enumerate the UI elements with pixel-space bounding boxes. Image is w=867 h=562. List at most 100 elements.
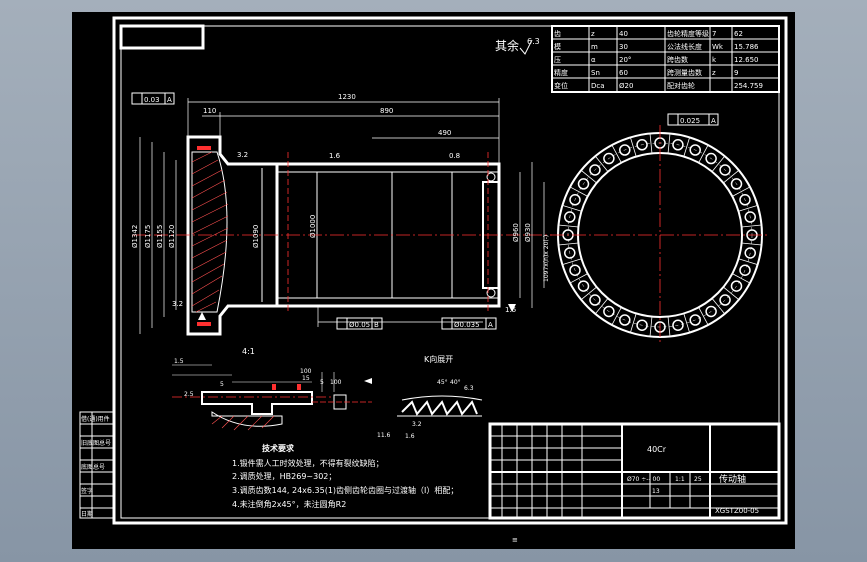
gear-tooth-line	[741, 224, 762, 228]
detail-views: 4:1 K向展开	[172, 347, 483, 440]
rough-08-a: 0.8	[449, 152, 460, 160]
gear-tooth-hole	[744, 211, 756, 223]
datum-triangle-b-icon	[198, 312, 206, 320]
gear-tooth-line	[569, 186, 588, 197]
dim-1175: Ø1175	[144, 225, 152, 248]
gear-tooth-hole	[730, 280, 743, 292]
spec-cell: 12.650	[734, 56, 759, 64]
tech-req-item-4: 4.未注倒角2x45°，未注圆角R2	[232, 499, 346, 509]
spec-cell: 齿	[554, 30, 561, 38]
detail-dim-text: 1.6	[405, 433, 415, 440]
spec-cell: 齿轮精度等级	[667, 29, 709, 38]
tolerance-1: 0.03	[144, 96, 160, 104]
gear-tooth-line	[667, 316, 671, 337]
left-strip-label-5: 日期	[81, 510, 93, 518]
gear-tooth-line	[738, 205, 758, 212]
tech-req-item-1: 1.锻件需人工时效处理，不得有裂纹缺陷；	[232, 458, 384, 468]
gear-tooth-line	[723, 169, 740, 184]
gear-tooth-line	[711, 155, 726, 172]
material-value: 40Cr	[647, 445, 667, 454]
dim-spline: 1097x(n)x 20(-)	[543, 235, 550, 282]
gear-tooth-hole	[672, 139, 684, 151]
gear-tooth-line	[649, 133, 653, 154]
gear-tooth-hole	[569, 264, 581, 276]
left-strip-label-3: 底图总号	[81, 463, 105, 471]
spec-cell: 精度	[554, 68, 568, 77]
spec-cell: 15.786	[734, 43, 759, 51]
gear-tooth-line	[723, 286, 740, 301]
gear-tooth-hole	[719, 164, 731, 176]
left-strip-label-2: 旧底图总号	[81, 439, 111, 447]
gear-tooth-line	[732, 186, 751, 197]
tech-req-item-3: 3.调质齿数144, 24x6.35(1)齿侧齿轮齿圈与过渡轴（I）相配；	[232, 485, 458, 495]
gear-tooth-hole	[739, 194, 751, 206]
technical-requirements: 技术要求 1.锻件需人工时效处理，不得有裂纹缺陷； 2.调质处理，HB269~3…	[232, 443, 458, 509]
datum-a-3: A	[488, 321, 493, 329]
tech-req-item-2: 2.调质处理，HB269~302；	[232, 471, 336, 481]
gear-tooth-line	[630, 313, 637, 333]
detail-dim-text: 6.3	[464, 385, 474, 392]
gear-tooth-hole	[589, 294, 601, 306]
gear-tooth-line	[683, 313, 690, 333]
roughness-note-value: 6.3	[527, 37, 540, 46]
tech-req-heading: 技术要求	[262, 443, 295, 453]
spec-cell: 9	[734, 69, 738, 77]
spec-cell: Ø20	[619, 82, 633, 90]
dim-1342: Ø1342	[131, 225, 139, 248]
spec-cell: m	[591, 43, 598, 51]
spec-cell: 254.759	[734, 82, 763, 90]
rough-32-b: 3.2	[172, 300, 183, 308]
gear-tooth-line	[562, 205, 582, 212]
spec-cell: 变位	[554, 81, 568, 90]
gear-tooth-line	[741, 242, 762, 246]
gear-tooth-hole	[672, 319, 684, 331]
gear-tooth-hole	[744, 247, 756, 259]
gear-tooth-line	[580, 286, 597, 301]
spec-cell: 62	[734, 30, 743, 38]
title-row-3: 25	[694, 476, 702, 483]
gear-tooth-line	[611, 307, 622, 326]
gear-tooth-hole	[577, 280, 590, 292]
detail-dim-text: 100	[330, 379, 342, 386]
inner-border	[120, 25, 780, 519]
gear-tooth-line	[594, 298, 609, 315]
spec-cell: 配对齿轮	[667, 81, 695, 90]
gear-tooth-hole	[689, 314, 701, 326]
dim-1155: Ø1155	[156, 225, 164, 248]
title-block: 40Cr Ø70 ÷-- 00 1:1 25 13 传动轴 XGSTZ00-05	[488, 422, 781, 520]
spec-cell: 压	[554, 56, 561, 64]
dim-1090: Ø1090	[252, 225, 260, 248]
left-strip-label-4: 签字	[81, 487, 93, 495]
detail-scale: 4:1	[242, 347, 255, 356]
cad-drawing-canvas[interactable]: 借(通)用件 旧底图总号 底图总号 签字 日期 其余 6.3	[72, 12, 795, 549]
spec-cell: 模	[554, 42, 561, 51]
gear-tooth-line	[580, 169, 597, 184]
detail-dim-text: 11.6	[377, 432, 391, 439]
spec-cell: 20°	[619, 56, 631, 64]
dim-930: Ø930	[524, 223, 532, 242]
spec-cell: 40	[619, 30, 628, 38]
dim-960: Ø960	[512, 223, 520, 242]
gear-tooth-line	[649, 316, 653, 337]
gear-tooth-hole	[705, 305, 717, 318]
datum-triangle-icon	[508, 304, 516, 312]
spec-cell: 30	[619, 43, 628, 51]
detail-dim-text: 40°	[450, 379, 461, 386]
gear-tooth-hole	[564, 247, 576, 259]
gear-tooth-line	[698, 307, 709, 326]
dim-110: 110	[203, 107, 216, 115]
gear-tooth-hole	[564, 211, 576, 223]
drawing-sheet: 借(通)用件 旧底图总号 底图总号 签字 日期 其余 6.3	[72, 12, 795, 549]
gear-tooth-line	[732, 273, 751, 284]
tolerance-2: 0.025	[680, 117, 700, 125]
spec-cell: Wk	[712, 43, 724, 51]
gear-tooth-hole	[577, 178, 590, 190]
gear-tooth-hole	[705, 152, 717, 165]
datum-b-1: B	[374, 321, 379, 329]
gear-tooth-hole	[603, 305, 615, 318]
spec-cell: z	[712, 69, 716, 77]
detail-dim-text: 45°	[437, 379, 448, 386]
left-strip: 借(通)用件 旧底图总号 底图总号 签字 日期	[79, 411, 115, 519]
